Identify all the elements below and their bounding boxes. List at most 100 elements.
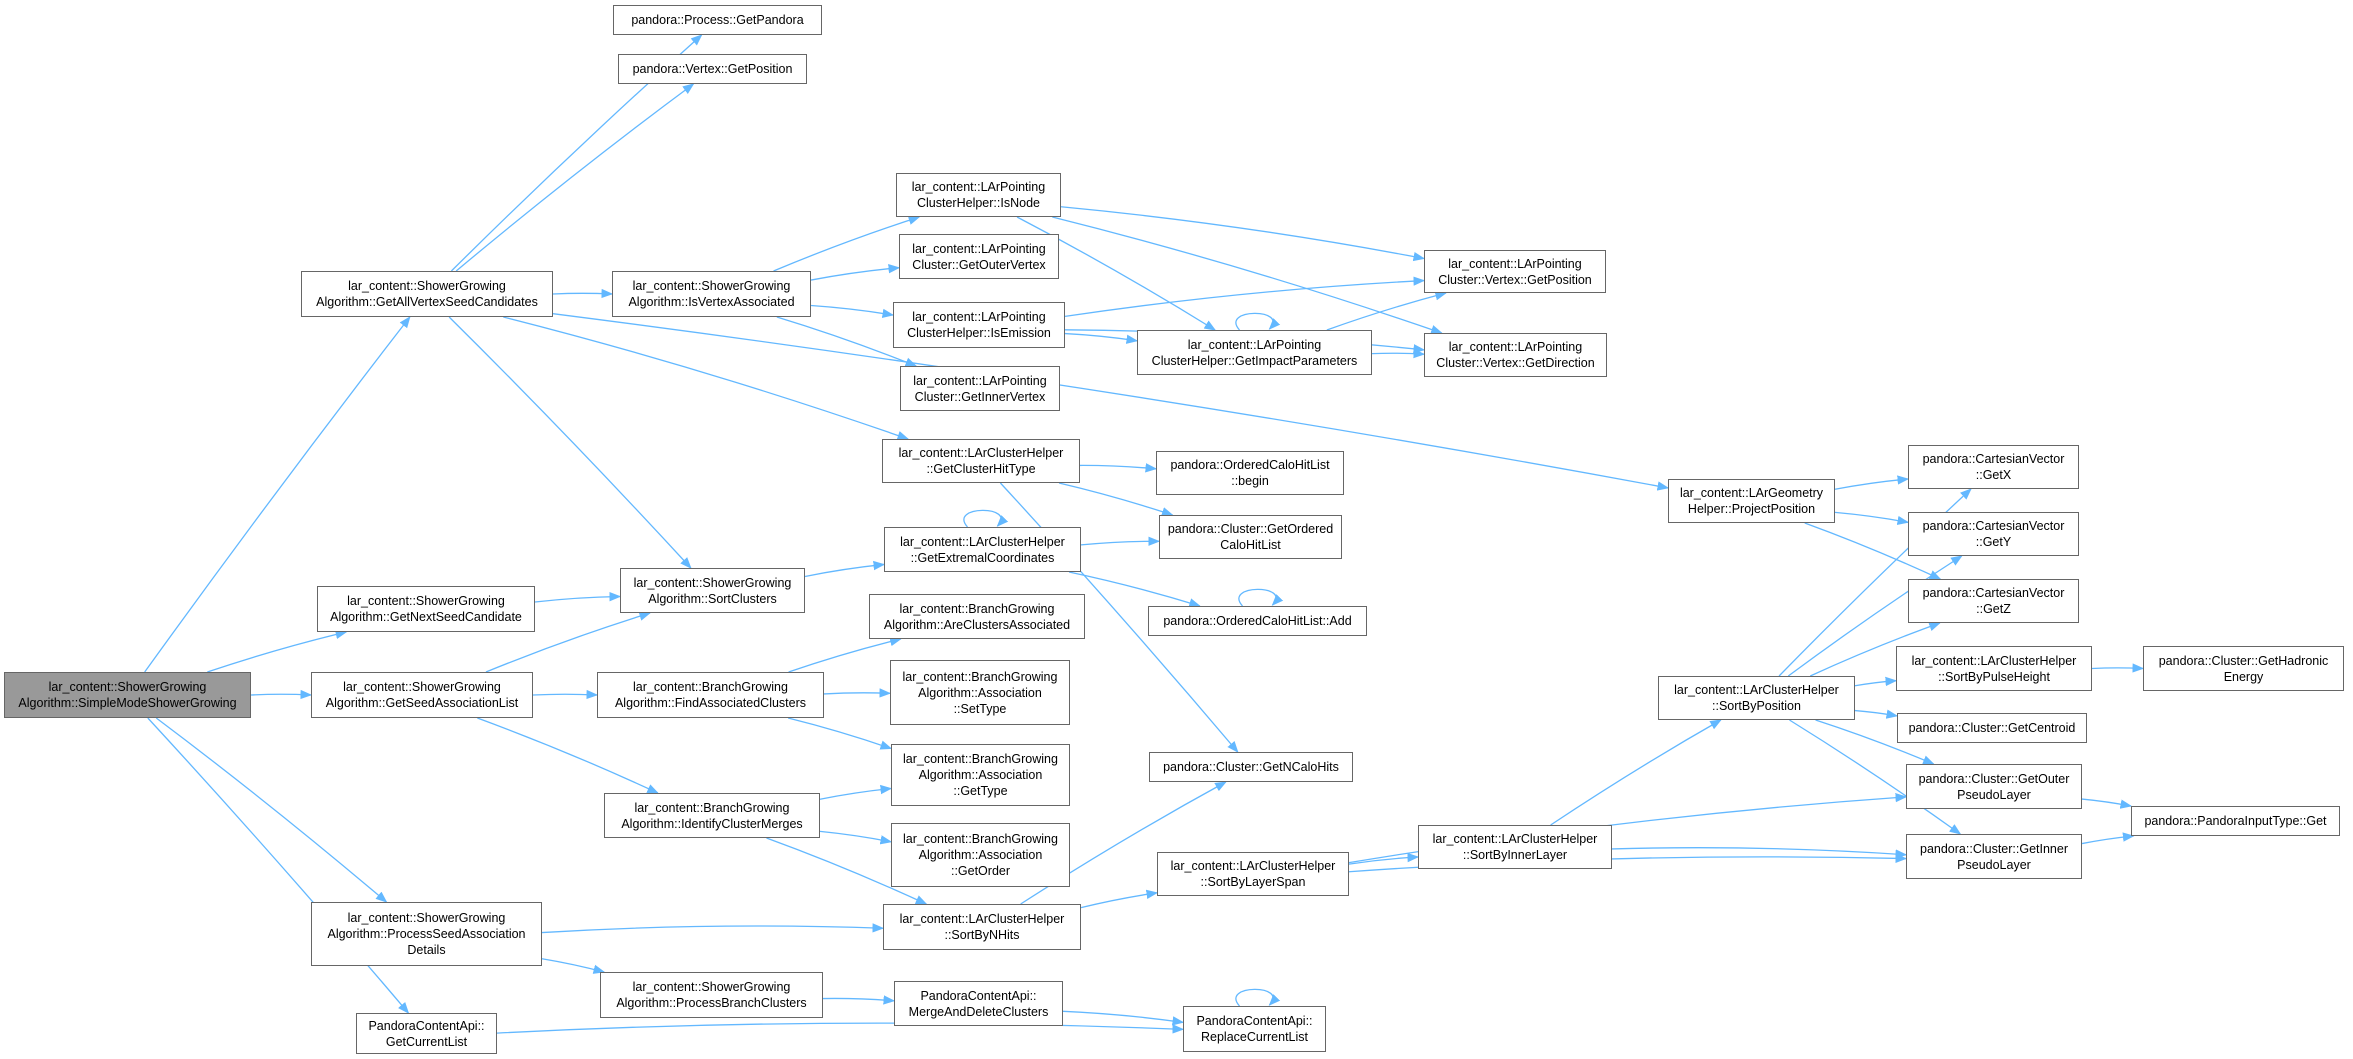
node-cv-get-y[interactable]: pandora::CartesianVector ::GetY bbox=[1908, 512, 2079, 556]
node-sort-by-layer-span[interactable]: lar_content::LArClusterHelper ::SortByLa… bbox=[1157, 852, 1349, 896]
edge-getClusterHitType-to-getNCaloHits bbox=[999, 482, 1239, 753]
node-assoc-get-order[interactable]: lar_content::BranchGrowing Algorithm::As… bbox=[891, 823, 1070, 887]
edge-root-to-getCurrentList bbox=[147, 717, 410, 1014]
node-pc-vertex-get-dir[interactable]: lar_content::LArPointing Cluster::Vertex… bbox=[1424, 333, 1607, 377]
node-merge-and-delete[interactable]: PandoraContentApi:: MergeAndDeleteCluste… bbox=[894, 981, 1063, 1026]
node-get-inner-pseudo[interactable]: pandora::Cluster::GetInner PseudoLayer bbox=[1906, 834, 2082, 879]
node-vertex-get-pos[interactable]: pandora::Vertex::GetPosition bbox=[618, 54, 807, 84]
edge-root-to-getSeedAssoc bbox=[250, 689, 313, 700]
node-get-current-list[interactable]: PandoraContentApi:: GetCurrentList bbox=[356, 1013, 497, 1054]
edge-sortByPosition-to-getOuterPseudo bbox=[1815, 719, 1935, 765]
node-sort-by-pulse-height[interactable]: lar_content::LArClusterHelper ::SortByPu… bbox=[1896, 646, 2092, 691]
node-is-node[interactable]: lar_content::LArPointing ClusterHelper::… bbox=[896, 173, 1061, 217]
edge-replaceCurrent-to-replaceCurrent bbox=[1235, 988, 1281, 1007]
node-root[interactable]: lar_content::ShowerGrowing Algorithm::Si… bbox=[4, 672, 251, 718]
edge-sortClusters-to-getExtremal bbox=[804, 560, 886, 578]
node-assoc-set-type[interactable]: lar_content::BranchGrowing Algorithm::As… bbox=[890, 660, 1070, 725]
edge-orderedAdd-to-orderedAdd bbox=[1238, 588, 1284, 607]
edge-getAllVertex-to-getClusterHitType bbox=[503, 316, 910, 440]
node-get-extremal[interactable]: lar_content::LArClusterHelper ::GetExtre… bbox=[884, 527, 1081, 572]
node-is-vertex-assoc[interactable]: lar_content::ShowerGrowing Algorithm::Is… bbox=[612, 271, 811, 317]
edge-isVertexAssoc-to-getInnerVertex bbox=[776, 316, 918, 367]
node-process-branch[interactable]: lar_content::ShowerGrowing Algorithm::Pr… bbox=[600, 972, 823, 1018]
edge-projectPosition-to-cvGetX bbox=[1834, 475, 1910, 490]
edge-sortByNHits-to-sortByLayerSpan bbox=[1080, 889, 1159, 909]
node-get-ncalo-hits[interactable]: pandora::Cluster::GetNCaloHits bbox=[1149, 752, 1353, 782]
node-get-all-vertex[interactable]: lar_content::ShowerGrowing Algorithm::Ge… bbox=[301, 271, 553, 317]
node-get-outer-pseudo[interactable]: pandora::Cluster::GetOuter PseudoLayer bbox=[1906, 764, 2082, 809]
edge-getAllVertex-to-sortClusters bbox=[448, 316, 692, 569]
node-replace-current[interactable]: PandoraContentApi:: ReplaceCurrentList bbox=[1183, 1006, 1326, 1052]
edge-sortByPosition-to-cvGetX bbox=[1778, 488, 1972, 677]
edge-getExtremal-to-orderedAdd bbox=[1068, 571, 1201, 608]
node-assoc-get-type[interactable]: lar_content::BranchGrowing Algorithm::As… bbox=[891, 744, 1070, 806]
edge-findAssoc-to-areClustersAssoc bbox=[788, 636, 902, 673]
edge-getClusterHitType-to-orderedBegin bbox=[1079, 463, 1158, 473]
node-ordered-add[interactable]: pandora::OrderedCaloHitList::Add bbox=[1148, 606, 1367, 636]
edge-getSeedAssoc-to-sortClusters bbox=[485, 611, 652, 673]
edge-getSeedAssoc-to-identifyMerges bbox=[477, 717, 659, 794]
edge-sortByLayerSpan-to-sortByInnerLayer bbox=[1348, 852, 1420, 865]
node-process-seed[interactable]: lar_content::ShowerGrowing Algorithm::Pr… bbox=[311, 902, 542, 966]
node-sort-by-position[interactable]: lar_content::LArClusterHelper ::SortByPo… bbox=[1658, 676, 1855, 720]
node-are-clusters-assoc[interactable]: lar_content::BranchGrowing Algorithm::Ar… bbox=[869, 594, 1085, 639]
node-get-outer-vertex[interactable]: lar_content::LArPointing Cluster::GetOut… bbox=[899, 234, 1059, 279]
edge-isNode-to-getImpactParams bbox=[1016, 216, 1217, 331]
node-project-position[interactable]: lar_content::LArGeometry Helper::Project… bbox=[1668, 479, 1835, 523]
edge-isNode-to-pcVertexGetDir bbox=[1052, 216, 1443, 334]
node-get-ordered-calo[interactable]: pandora::Cluster::GetOrdered CaloHitList bbox=[1159, 515, 1342, 559]
edge-getExtremal-to-getOrderedCalo bbox=[1080, 536, 1161, 546]
edge-root-to-processSeed bbox=[155, 717, 388, 903]
edge-getImpactParams-to-pcVertexGetDir bbox=[1371, 348, 1426, 359]
edge-sortByPosition-to-cvGetY bbox=[1787, 555, 1963, 677]
edge-sortByPosition-to-getCentroid bbox=[1854, 709, 1899, 719]
node-cv-get-x[interactable]: pandora::CartesianVector ::GetX bbox=[1908, 445, 2079, 489]
node-cv-get-z[interactable]: pandora::CartesianVector ::GetZ bbox=[1908, 579, 2079, 623]
node-pc-vertex-get-pos[interactable]: lar_content::LArPointing Cluster::Vertex… bbox=[1424, 250, 1606, 293]
node-sort-clusters[interactable]: lar_content::ShowerGrowing Algorithm::So… bbox=[620, 568, 805, 613]
edge-getImpactParams-to-getImpactParams bbox=[1235, 312, 1281, 331]
edge-getImpactParams-to-pcVertexGetPos bbox=[1326, 291, 1447, 331]
edge-findAssoc-to-assocSetType bbox=[823, 688, 892, 698]
edge-getAllVertex-to-vertexGetPos bbox=[455, 83, 695, 272]
edge-getSeedAssoc-to-findAssoc bbox=[532, 689, 599, 700]
node-sort-by-nhits[interactable]: lar_content::LArClusterHelper ::SortByNH… bbox=[883, 904, 1081, 950]
node-ordered-begin[interactable]: pandora::OrderedCaloHitList ::begin bbox=[1156, 451, 1344, 495]
node-is-emission[interactable]: lar_content::LArPointing ClusterHelper::… bbox=[893, 302, 1065, 348]
edge-sortByPulseHeight-to-getHadronic bbox=[2091, 663, 2145, 673]
edge-identifyMerges-to-assocGetType bbox=[819, 784, 893, 800]
edge-sortByNHits-to-getNCaloHits bbox=[1020, 781, 1227, 905]
edge-isVertexAssoc-to-isEmission bbox=[810, 304, 895, 318]
edge-isNode-to-pcVertexGetPos bbox=[1060, 206, 1426, 262]
edge-mergeAndDelete-to-replaceCurrent bbox=[1062, 1010, 1185, 1026]
node-get-next-seed[interactable]: lar_content::ShowerGrowing Algorithm::Ge… bbox=[317, 586, 535, 632]
edge-identifyMerges-to-assocGetOrder bbox=[819, 830, 893, 845]
edge-sortByInnerLayer-to-getInnerPseudo bbox=[1611, 847, 1908, 859]
node-get-inner-vertex[interactable]: lar_content::LArPointing Cluster::GetInn… bbox=[900, 366, 1060, 411]
edge-getAllVertex-to-projectPosition bbox=[552, 313, 1670, 491]
edge-isVertexAssoc-to-getOuterVertex bbox=[810, 264, 901, 281]
edge-getExtremal-to-getExtremal bbox=[963, 509, 1009, 528]
node-get-cluster-hit-type[interactable]: lar_content::LArClusterHelper ::GetClust… bbox=[882, 439, 1080, 483]
node-get-pandora[interactable]: pandora::Process::GetPandora bbox=[613, 5, 822, 35]
edge-projectPosition-to-cvGetZ bbox=[1804, 522, 1942, 580]
edge-sortByPosition-to-cvGetZ bbox=[1809, 622, 1941, 677]
edge-projectPosition-to-cvGetY bbox=[1834, 511, 1910, 526]
node-get-hadronic[interactable]: pandora::Cluster::GetHadronic Energy bbox=[2143, 646, 2344, 691]
node-get-impact-params[interactable]: lar_content::LArPointing ClusterHelper::… bbox=[1137, 330, 1372, 375]
edge-getAllVertex-to-isVertexAssoc bbox=[552, 288, 614, 299]
edge-findAssoc-to-assocGetType bbox=[787, 717, 893, 750]
node-sort-by-inner-layer[interactable]: lar_content::LArClusterHelper ::SortByIn… bbox=[1418, 825, 1612, 869]
edge-root-to-getNextSeed bbox=[207, 629, 348, 673]
edge-isEmission-to-getImpactParams bbox=[1064, 332, 1139, 344]
node-pandora-input-get[interactable]: pandora::PandoraInputType::Get bbox=[2131, 806, 2340, 836]
edge-identifyMerges-to-sortByNHits bbox=[766, 837, 928, 905]
node-get-centroid[interactable]: pandora::Cluster::GetCentroid bbox=[1897, 713, 2087, 743]
node-identify-merges[interactable]: lar_content::BranchGrowing Algorithm::Id… bbox=[604, 793, 820, 838]
edge-isVertexAssoc-to-isNode bbox=[773, 215, 921, 272]
edge-getCurrentList-to-replaceCurrent bbox=[496, 1022, 1185, 1034]
edge-sortByInnerLayer-to-sortByPosition bbox=[1550, 719, 1722, 826]
node-get-seed-assoc[interactable]: lar_content::ShowerGrowing Algorithm::Ge… bbox=[311, 672, 533, 718]
node-find-assoc[interactable]: lar_content::BranchGrowing Algorithm::Fi… bbox=[597, 672, 824, 718]
